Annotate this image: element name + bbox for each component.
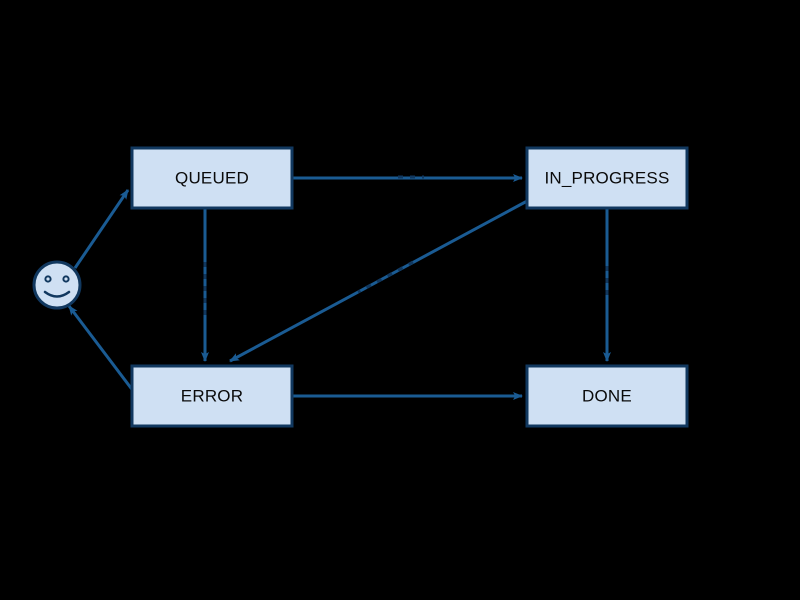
node-in_progress[interactable]: IN_PROGRESS (525, 146, 689, 210)
node-queued-label: QUEUED (175, 168, 249, 187)
smiley-mouth-icon (43, 290, 71, 298)
edge-in_progress-to-error-label-marker (357, 260, 414, 294)
node-done-box (525, 364, 689, 428)
node-error-label: ERROR (181, 386, 243, 405)
edge-queued-to-in_progress[interactable] (292, 174, 523, 182)
node-in_progress-box (525, 146, 689, 210)
edge-in_progress-to-error[interactable] (229, 198, 530, 363)
edge-start-to-queued-line (73, 189, 130, 269)
node-error-box (130, 364, 294, 428)
smiley-eye-right-icon (62, 275, 70, 283)
node-queued[interactable]: QUEUED (130, 146, 294, 210)
node-queued-box (130, 146, 294, 210)
node-done-label: DONE (582, 386, 632, 405)
edge-start-to-queued[interactable] (73, 189, 130, 269)
node-done[interactable]: DONE (525, 364, 689, 428)
edge-error-to-start[interactable] (67, 305, 142, 401)
edge-error-to-start-line (67, 305, 142, 401)
smiley-face-icon (32, 260, 82, 310)
node-error[interactable]: ERROR (130, 364, 294, 428)
node-in_progress-label: IN_PROGRESS (544, 168, 669, 187)
smiley-eye-left-icon (44, 275, 52, 283)
start-node[interactable] (32, 260, 82, 310)
